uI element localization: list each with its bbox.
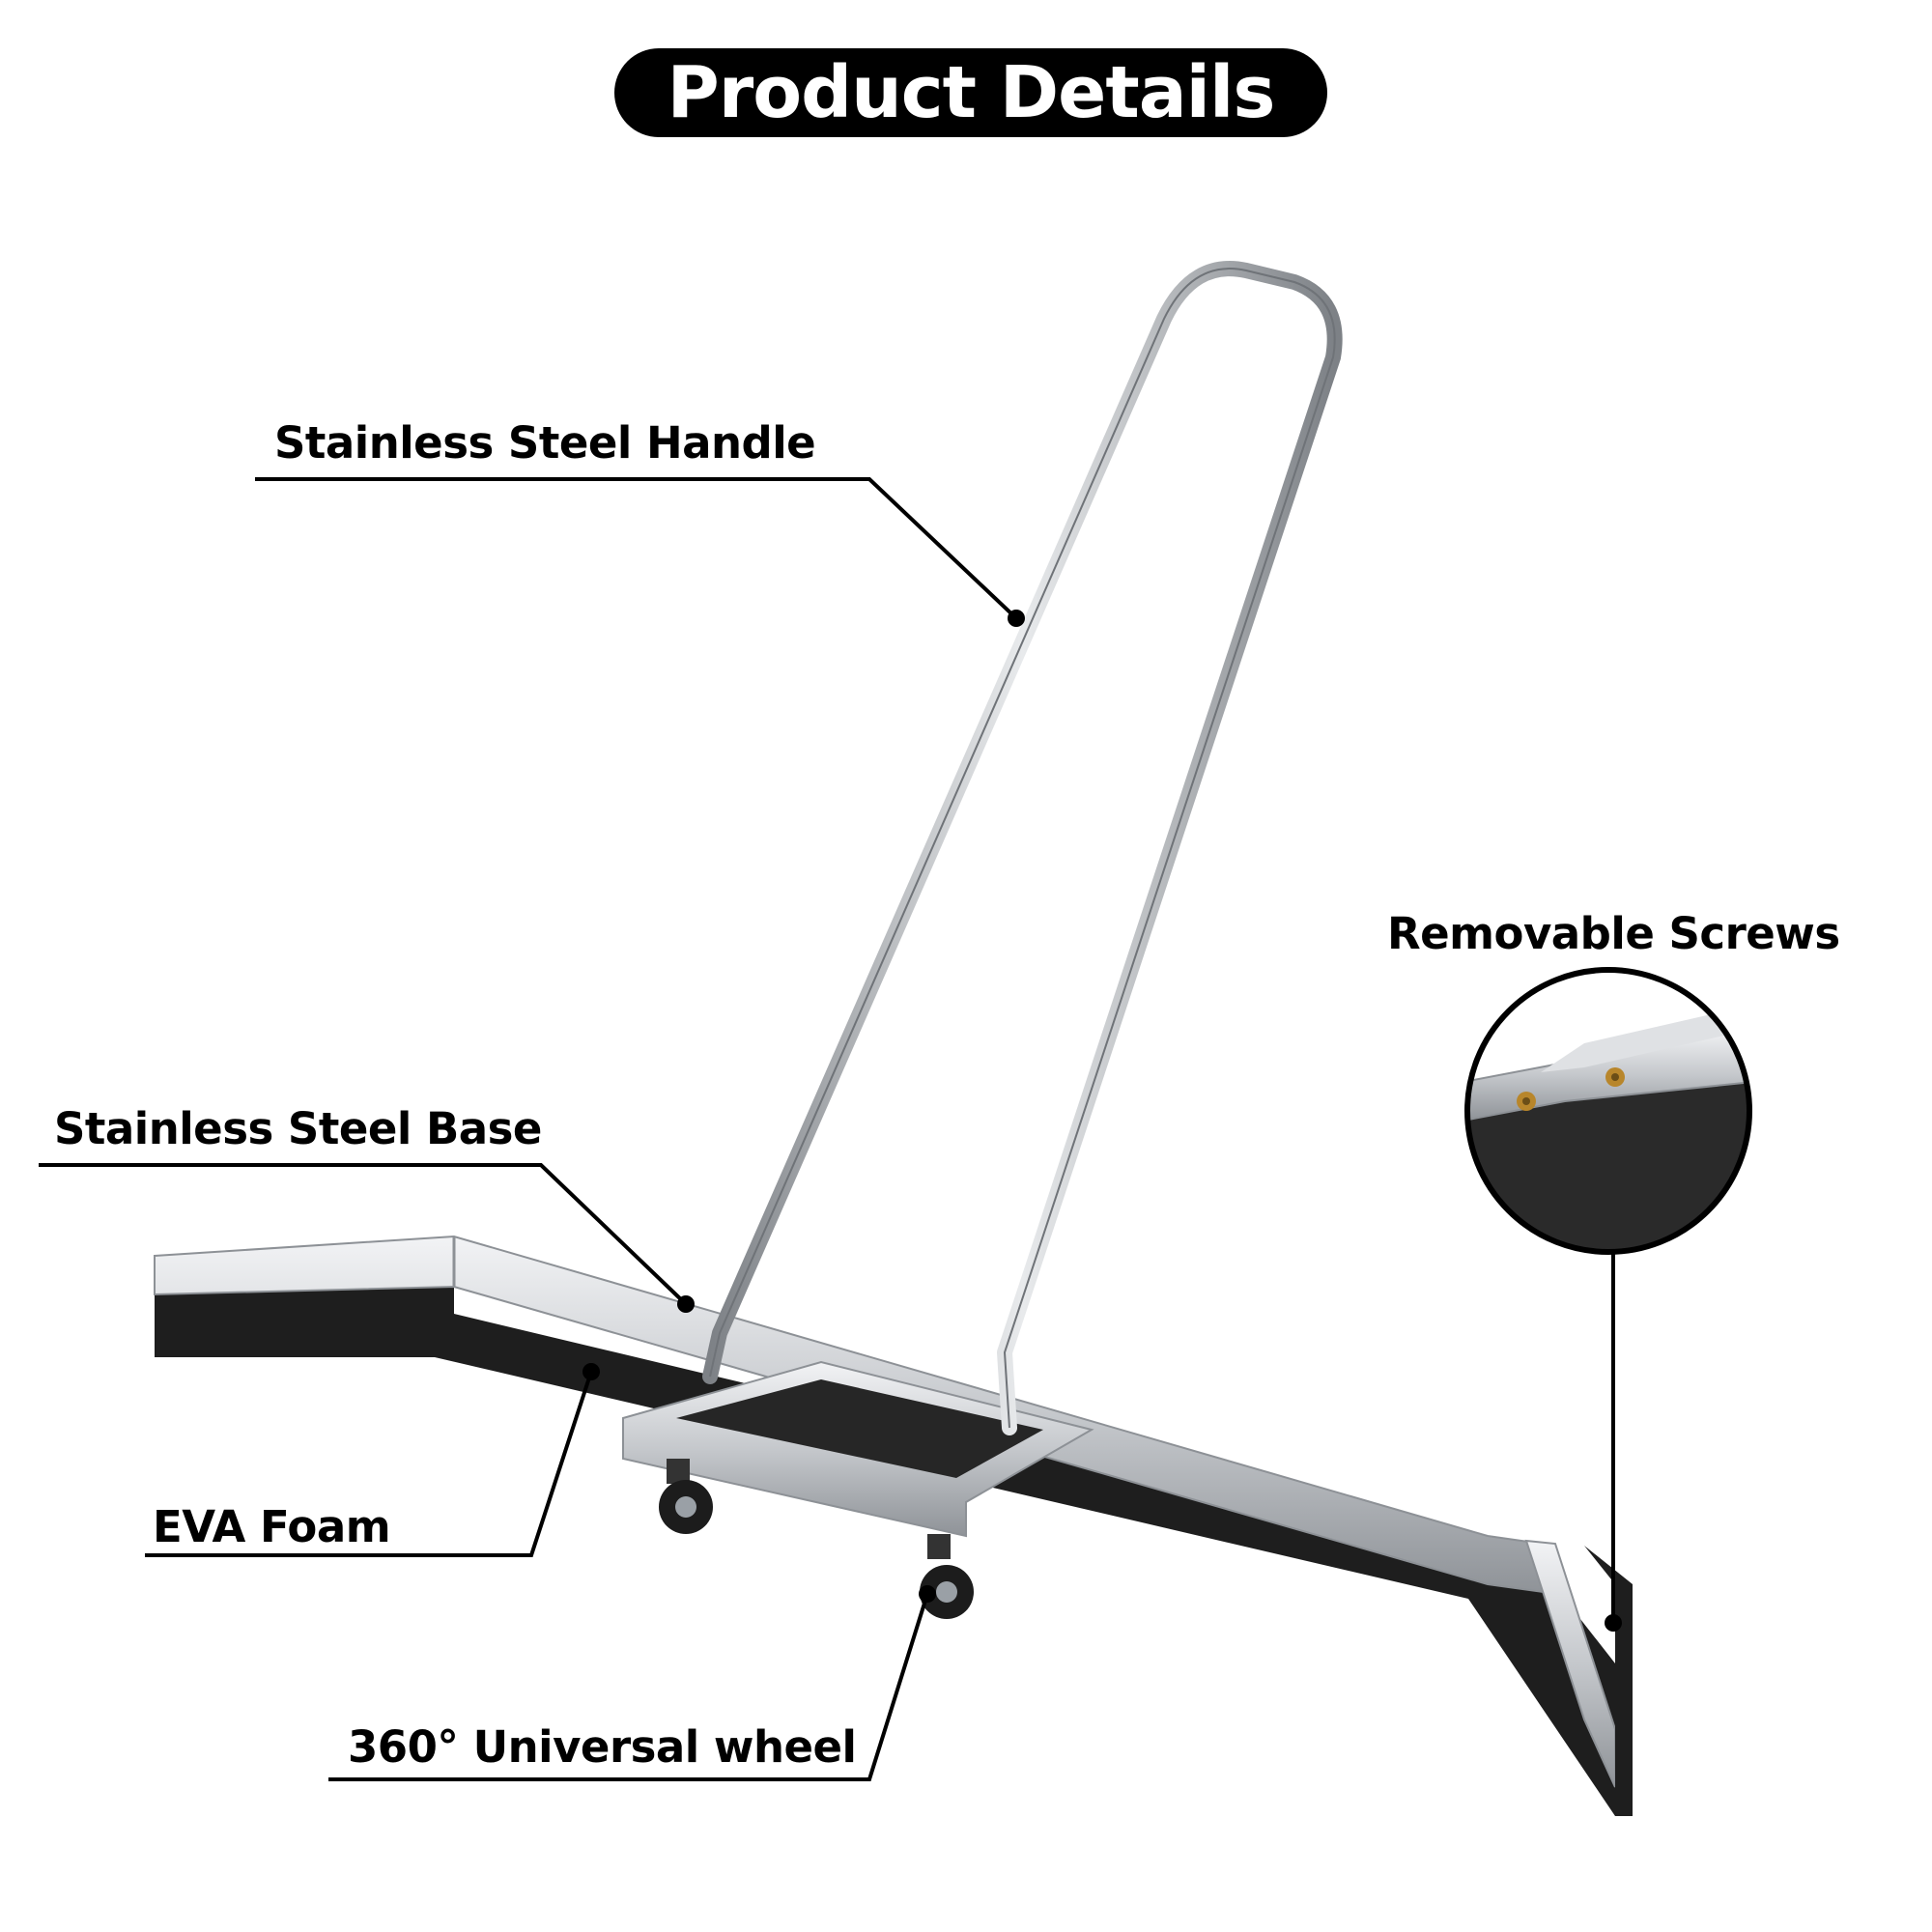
callout-wheel: 360° Universal wheel bbox=[348, 1721, 857, 1773]
leader-base bbox=[39, 1163, 688, 1306]
leader-dots bbox=[582, 610, 1622, 1632]
callout-handle: Stainless Steel Handle bbox=[274, 417, 816, 469]
leader-wheel bbox=[328, 1593, 929, 1781]
page-title: Product Details bbox=[667, 51, 1276, 134]
leader-foam bbox=[145, 1371, 593, 1557]
callout-foam: EVA Foam bbox=[153, 1501, 391, 1552]
wheel-left bbox=[659, 1459, 713, 1534]
title-pill: Product Details bbox=[614, 48, 1327, 137]
leader-lines bbox=[39, 477, 1615, 1781]
eva-foam-strip bbox=[155, 1285, 1633, 1816]
wheel-right bbox=[920, 1534, 974, 1619]
screw-detail-zoom bbox=[1467, 970, 1749, 1252]
callout-base: Stainless Steel Base bbox=[54, 1103, 542, 1154]
leader-handle bbox=[255, 477, 1018, 620]
callout-screws: Removable Screws bbox=[1387, 908, 1840, 959]
screw-icon bbox=[1517, 1092, 1536, 1111]
screw-icon bbox=[1605, 1067, 1625, 1087]
